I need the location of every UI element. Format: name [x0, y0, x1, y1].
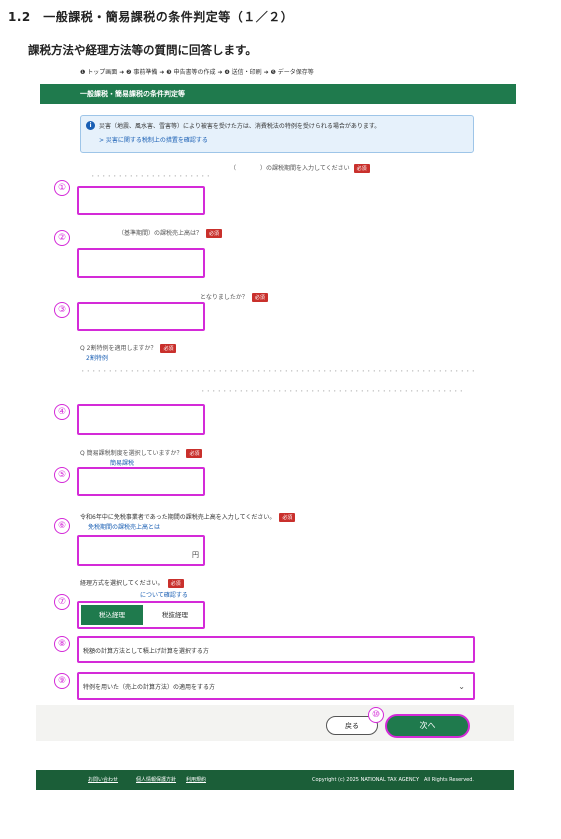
- tax-period-field[interactable]: [77, 186, 205, 215]
- required-badge: 必須: [206, 229, 223, 238]
- question-1-label: （ ）の課税期間を入力してください必須: [230, 163, 370, 173]
- special-rule-select[interactable]: 特例を用いた（売上の計算方法）の適用をする方 ⌄: [77, 672, 475, 700]
- required-badge: 必須: [160, 344, 177, 353]
- two-percent-rule-link[interactable]: 2割特例: [86, 355, 108, 362]
- required-badge: 必須: [353, 164, 370, 173]
- question-5-label: Q 簡易課税制度を選択していますか？必須: [80, 448, 203, 458]
- question-6-label: 令和6年中に免税事業者であった期間の課税売上高を入力してください。必須: [80, 512, 296, 522]
- footer-link-privacy[interactable]: 個人情報保護方針: [136, 777, 177, 783]
- marker-3: ③: [54, 302, 70, 318]
- section-title: 1.2 一般課税・簡易課税の条件判定等（１／２）: [8, 10, 294, 24]
- footer-link-contact[interactable]: お問い合わせ: [88, 777, 119, 783]
- simplified-tax-field[interactable]: [77, 467, 205, 496]
- page-subtitle: 課税方法や経理方法等の質問に回答します。: [28, 43, 257, 57]
- info-text: 災害（地震、風水害、雪害等）により被害を受けた方は、消費税法の特例を受けられる場…: [99, 123, 381, 130]
- footer-link-terms[interactable]: 利用規約: [186, 777, 207, 783]
- marker-1: ①: [54, 180, 70, 196]
- disaster-info-box: i 災害（地震、風水害、雪害等）により被害を受けた方は、消費税法の特例を受けられ…: [80, 115, 474, 153]
- question-3-field[interactable]: [77, 302, 205, 331]
- calculation-method-text: 税額の計算方法として積上げ計算を選択する方: [83, 648, 209, 655]
- required-badge: 必須: [251, 293, 268, 302]
- marker-7: ⑦: [54, 594, 70, 610]
- question-1-hint: ・・・・・・・・・・・・・・・・・・・・・・: [90, 174, 212, 180]
- back-button[interactable]: 戻る: [326, 716, 378, 735]
- exempt-period-sales-field[interactable]: 円: [77, 535, 205, 566]
- question-7-label: 経理方式を選択してください。必須: [80, 578, 184, 588]
- question-4-note-2: ・・・・・・・・・・・・・・・・・・・・・・・・・・・・・・・・・・・・・・・・…: [200, 389, 465, 395]
- accounting-method-link[interactable]: について確認する: [140, 592, 188, 599]
- required-badge: 必須: [186, 449, 203, 458]
- required-badge: 必須: [279, 513, 296, 522]
- marker-10: ⑩: [368, 707, 384, 723]
- question-2-label: （基準期間）の課税売上高は？必須: [118, 228, 223, 238]
- info-icon: i: [86, 121, 95, 130]
- marker-6: ⑥: [54, 518, 70, 534]
- chevron-down-icon: ⌄: [458, 682, 465, 691]
- special-rule-text: 特例を用いた（売上の計算方法）の適用をする方: [83, 684, 216, 691]
- tax-inclusive-option[interactable]: 税込経理: [81, 605, 143, 625]
- next-button[interactable]: 次へ: [385, 714, 470, 738]
- calculation-method-checkbox[interactable]: 税額の計算方法として積上げ計算を選択する方: [77, 636, 475, 663]
- footer: お問い合わせ 個人情報保護方針 利用規約 Copyright (c) 2025 …: [36, 770, 514, 790]
- question-3-label: となりましたか？必須: [200, 292, 268, 302]
- marker-2: ②: [54, 230, 70, 246]
- marker-5: ⑤: [54, 467, 70, 483]
- base-period-sales-field[interactable]: [77, 248, 205, 278]
- two-percent-rule-field[interactable]: [77, 404, 205, 435]
- form-header-bar: 一般課税・簡易課税の条件判定等: [40, 84, 516, 104]
- marker-4: ④: [54, 404, 70, 420]
- tax-exclusive-option[interactable]: 税抜経理: [162, 611, 188, 619]
- question-4-note: ・・・・・・・・・・・・・・・・・・・・・・・・・・・・・・・・・・・・・・・・…: [80, 369, 477, 375]
- marker-8: ⑧: [54, 636, 70, 652]
- required-badge: 必須: [167, 579, 184, 588]
- yen-unit: 円: [192, 551, 199, 559]
- disaster-measures-link[interactable]: > 災害に関する税制上の措置を確認する: [99, 137, 208, 144]
- simplified-tax-link[interactable]: 簡易課税: [110, 460, 135, 467]
- footer-copyright: Copyright (c) 2025 NATIONAL TAX AGENCY A…: [312, 777, 475, 783]
- progress-steps: ❶ トップ画面 ➜ ❷ 事前準備 ➜ ❸ 申告書等の作成 ➜ ❹ 送信・印刷 ➜…: [80, 69, 314, 76]
- exempt-period-sales-link[interactable]: 免税期間の課税売上高とは: [88, 524, 161, 531]
- marker-9: ⑨: [54, 673, 70, 689]
- question-4-label: Q 2割特例を適用しますか？必須: [80, 343, 177, 353]
- accounting-method-toggle[interactable]: 税込経理 税抜経理: [77, 601, 205, 629]
